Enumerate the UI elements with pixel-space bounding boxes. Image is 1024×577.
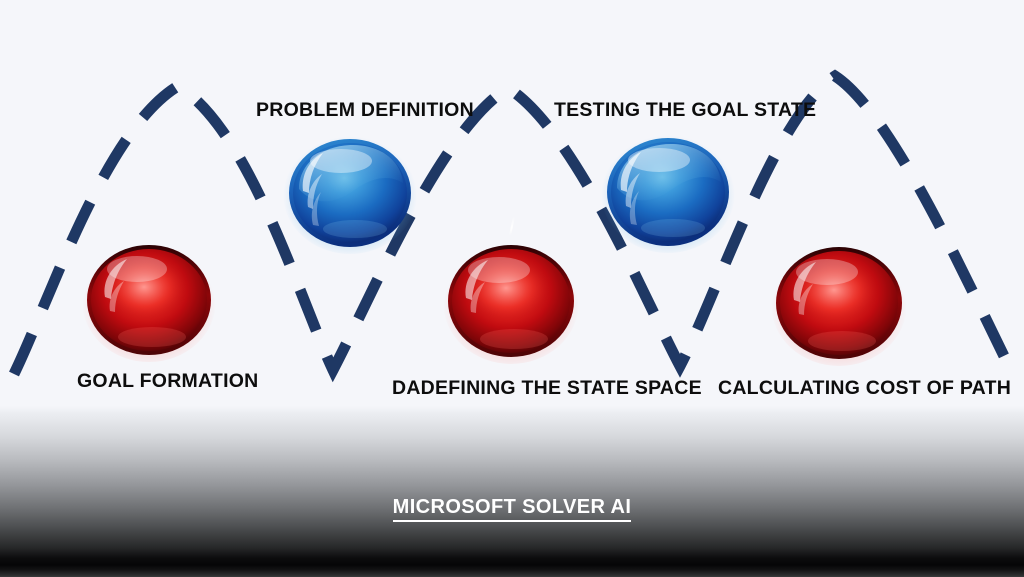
step-label-problem-definition: PROBLEM DEFINITION	[256, 99, 474, 121]
step-label-calculating-cost: CALCULATING COST OF PATH	[718, 377, 1012, 399]
step-label-goal-formation: GOAL FORMATION	[77, 370, 259, 392]
orb-red-defining-state-space	[443, 238, 580, 364]
orb-blue-problem-definition	[283, 133, 418, 255]
footer-gradient-band	[0, 406, 1024, 577]
step-label-testing-goal-state: TESTING THE GOAL STATE	[554, 99, 817, 121]
step-label-defining-state-space: DADEFINING THE STATE SPACE	[392, 377, 702, 399]
orb-red-calculating-cost	[771, 240, 908, 366]
orb-red-goal-formation	[82, 237, 217, 362]
footer-title-text: MICROSOFT SOLVER AI	[392, 496, 632, 522]
footer-title: MICROSOFT SOLVER AI	[0, 496, 1024, 522]
orb-blue-testing-goal-state	[601, 132, 736, 254]
